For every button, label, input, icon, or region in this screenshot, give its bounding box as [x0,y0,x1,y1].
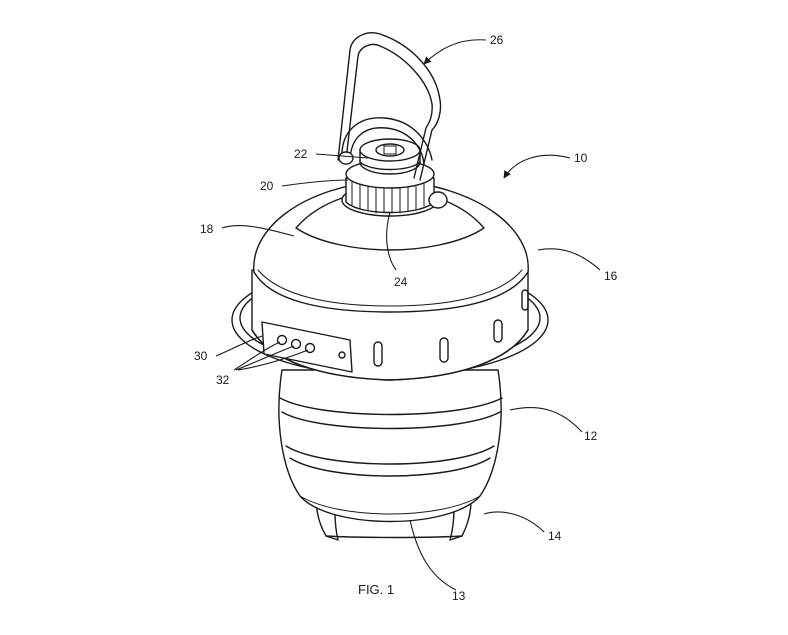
control-panel [261,321,353,373]
ref-14: 14 [548,529,562,543]
button[interactable] [304,342,316,354]
ref-12: 12 [584,429,598,443]
ref-24: 24 [394,275,408,289]
lantern-body [278,369,503,541]
ref-16: 16 [604,269,618,283]
ref-30: 30 [194,349,208,363]
button[interactable] [276,334,288,346]
leader-lines [215,39,601,591]
button[interactable] [290,338,302,350]
ref-20: 20 [260,179,274,193]
ref-13: 13 [452,589,466,603]
ref-22: 22 [294,147,308,161]
reference-numerals: 26 10 22 20 18 24 16 30 32 12 14 13 [194,33,618,603]
ref-26: 26 [490,33,504,47]
ref-18: 18 [200,222,214,236]
ref-10: 10 [574,151,588,165]
button[interactable] [338,351,346,359]
ref-32: 32 [216,373,230,387]
handle[interactable] [337,32,448,209]
knob[interactable] [359,138,421,175]
figure-caption: FIG. 1 [358,582,394,597]
